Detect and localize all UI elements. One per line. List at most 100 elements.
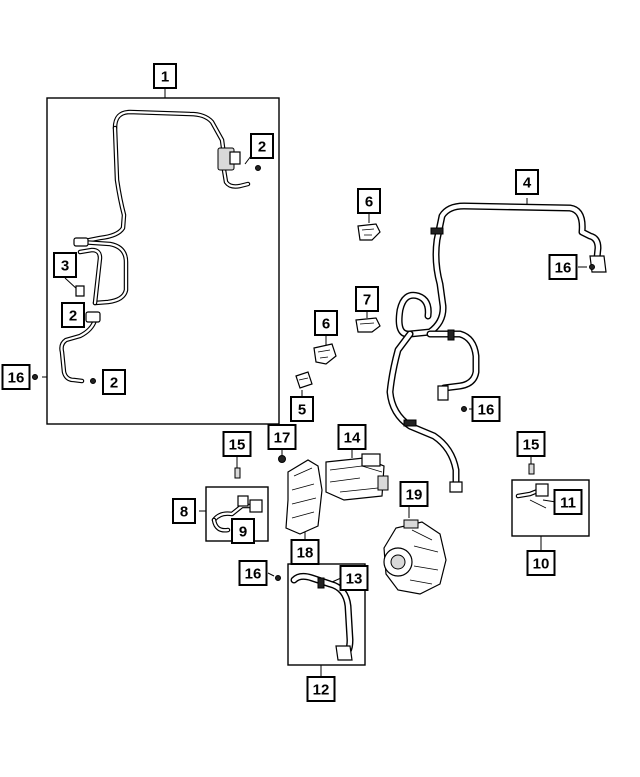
callout-number: 1 <box>161 69 169 86</box>
switch-connector <box>229 151 241 165</box>
callout-number: 16 <box>245 566 262 583</box>
callout-c6a: 6 <box>357 188 381 214</box>
callout-c2c: 2 <box>102 369 126 395</box>
callout-box <box>553 489 583 515</box>
callout-box <box>53 252 77 278</box>
callout-number: 2 <box>258 139 266 156</box>
callout-c16c: 16 <box>471 396 501 422</box>
nut-17 <box>278 455 286 463</box>
callout-number: 6 <box>322 316 330 333</box>
callout-number: 4 <box>523 175 532 192</box>
callout-number: 13 <box>346 571 363 588</box>
callout-box <box>526 550 556 576</box>
clip-5 <box>295 371 313 389</box>
retainer-7 <box>355 317 381 333</box>
callout-c2b: 2 <box>61 302 85 328</box>
callout-box <box>267 424 297 450</box>
callout-box <box>222 431 252 457</box>
callout-box <box>290 539 320 565</box>
callout-number: 2 <box>110 375 118 392</box>
callout-number: 5 <box>298 402 306 419</box>
o-ring <box>461 406 467 412</box>
callout-box <box>339 565 369 591</box>
callout-number: 9 <box>239 524 247 541</box>
callout-c7: 7 <box>355 286 379 312</box>
callout-c12: 12 <box>306 676 336 702</box>
discharge-line-hose <box>386 202 602 492</box>
callout-c16b: 16 <box>548 254 578 280</box>
callout-c10: 10 <box>526 550 556 576</box>
callout-box <box>355 286 379 312</box>
callout-c3: 3 <box>53 252 77 278</box>
ac-compressor <box>383 519 447 595</box>
callout-number: 14 <box>344 430 361 447</box>
hose-band <box>403 419 417 427</box>
callout-box <box>515 169 539 195</box>
o-ring <box>275 575 281 581</box>
suction-line-hose <box>290 572 354 661</box>
callout-box <box>306 676 336 702</box>
callout-box <box>516 431 546 457</box>
bracket-6-top <box>357 223 381 241</box>
callout-box <box>399 481 429 507</box>
line-fitting-upper <box>73 237 89 247</box>
callout-c8: 8 <box>172 498 196 524</box>
callout-number: 15 <box>523 437 540 454</box>
o-ring <box>589 264 595 270</box>
callout-c11: 11 <box>553 489 583 515</box>
callout-number: 6 <box>365 194 373 211</box>
callout-c19: 19 <box>399 481 429 507</box>
o-ring <box>255 165 261 171</box>
ac-line-assembly <box>59 109 251 384</box>
callout-number: 18 <box>297 545 314 562</box>
callout-c1: 1 <box>153 63 177 89</box>
callout-c18: 18 <box>290 539 320 565</box>
group-frame-12 <box>287 563 366 666</box>
callout-c15a: 15 <box>222 431 252 457</box>
callout-c13: 13 <box>339 565 369 591</box>
heat-shield <box>285 459 323 535</box>
callout-box <box>548 254 578 280</box>
callout-number: 7 <box>363 292 371 309</box>
callout-number: 17 <box>274 430 291 447</box>
bolt-15-left <box>234 467 241 479</box>
hose-band <box>447 329 455 341</box>
callout-number: 16 <box>478 402 495 419</box>
callout-number: 16 <box>8 370 25 387</box>
callout-number: 3 <box>61 258 69 275</box>
callout-number: 12 <box>313 682 330 699</box>
charge-valve <box>75 285 85 297</box>
end-fitting <box>449 481 463 493</box>
callout-box <box>250 133 274 159</box>
receiver-drier <box>325 453 389 501</box>
callout-box <box>231 518 255 544</box>
callout-c15b: 15 <box>516 431 546 457</box>
callout-c16d: 16 <box>238 560 268 586</box>
bolt-15-right <box>528 463 535 475</box>
callout-c5: 5 <box>290 396 314 422</box>
callout-c14: 14 <box>337 424 367 450</box>
callout-box <box>153 63 177 89</box>
sensor-assembly-8 <box>211 495 263 533</box>
callout-box <box>357 188 381 214</box>
group-frame-10 <box>511 479 590 537</box>
callout-number: 8 <box>180 504 188 521</box>
callout-c16a: 16 <box>1 364 31 390</box>
callout-c2a: 2 <box>250 133 274 159</box>
callout-number: 19 <box>406 487 423 504</box>
callout-box <box>238 560 268 586</box>
callout-c4: 4 <box>515 169 539 195</box>
bracket-6-mid <box>313 343 337 365</box>
callout-number: 2 <box>69 308 77 325</box>
callout-box <box>102 369 126 395</box>
callout-box <box>290 396 314 422</box>
callout-box <box>172 498 196 524</box>
callout-c17: 17 <box>267 424 297 450</box>
callout-box <box>1 364 31 390</box>
callout-number: 11 <box>560 495 576 512</box>
callout-number: 10 <box>533 556 550 573</box>
group-frame-1 <box>46 97 280 425</box>
o-ring <box>90 378 96 384</box>
